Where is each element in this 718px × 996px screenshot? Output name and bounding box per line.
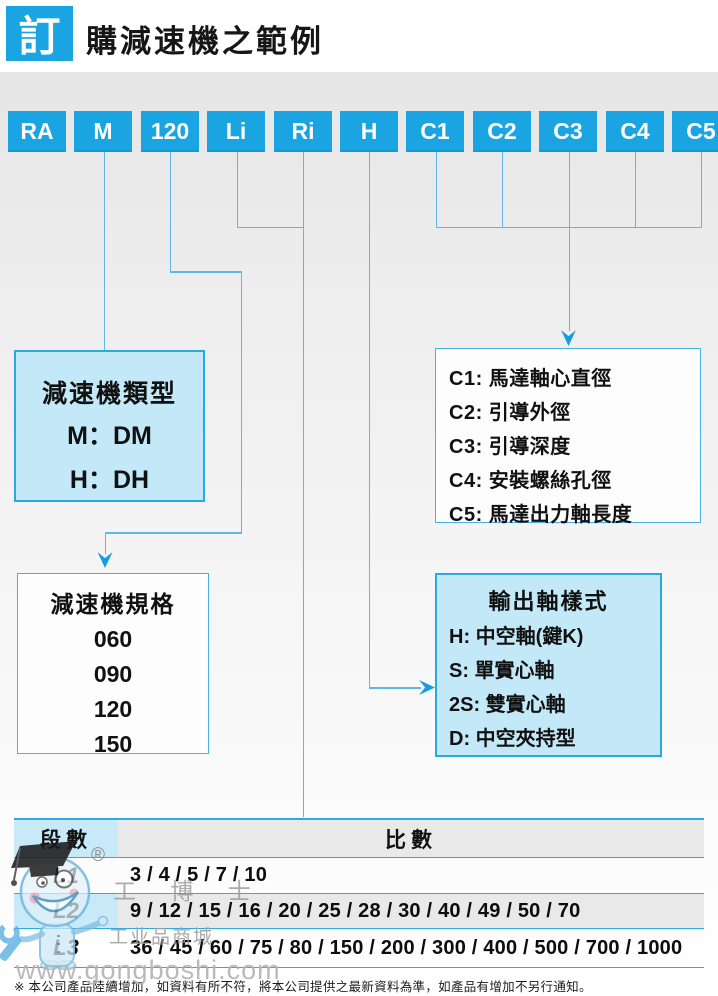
c-codes-box: C1: 馬達軸心直徑 C2: 引導外徑 C3: 引導深度 C4: 安裝螺絲孔徑 … — [435, 348, 701, 526]
table-header-row: 段數 比數 — [14, 820, 704, 858]
code-box-li: Li — [207, 111, 265, 152]
connector-li-horizontal — [236, 226, 304, 228]
output-shaft-option: D: 中空夾持型 — [449, 728, 576, 750]
stage-cell: L3 — [14, 929, 118, 967]
connector-120-horizontal1 — [169, 271, 242, 273]
code-box-c2: C2 — [473, 111, 531, 152]
stage-label: L3 — [53, 935, 79, 960]
ratio-header-cell: 比數 — [118, 820, 704, 857]
connector-120-vertical2 — [240, 271, 242, 533]
ratio-cell: 3 / 4 / 5 / 7 / 10 — [118, 858, 704, 893]
reducer-type-line: M：DM — [67, 422, 152, 450]
connector-c2-vertical — [501, 152, 503, 228]
output-shaft-option: S: 單實心軸 — [449, 660, 555, 682]
table-row: L1 3 / 4 / 5 / 7 / 10 — [14, 858, 704, 894]
page-title: 購減速機之範例 — [86, 24, 324, 59]
connector-c3-vertical — [568, 152, 570, 228]
stage-header-label: 段數 — [40, 828, 92, 852]
ratio-cell: 36 / 45 / 60 / 75 / 80 / 150 / 200 / 300… — [118, 929, 704, 967]
c-code-desc: C1: 馬達軸心直徑 — [449, 368, 612, 390]
code-box-c3: C3 — [539, 111, 597, 152]
stage-label: L2 — [53, 898, 79, 923]
ratio-values: 36 / 45 / 60 / 75 / 80 / 150 / 200 / 300… — [130, 936, 683, 959]
table-row: L3 36 / 45 / 60 / 75 / 80 / 150 / 200 / … — [14, 929, 704, 967]
output-shaft-option: 2S: 雙實心軸 — [449, 694, 566, 716]
connector-c4-vertical — [634, 152, 636, 228]
stage-header-cell: 段數 — [14, 820, 118, 857]
stage-cell: L1 — [14, 858, 118, 893]
code-box-ra: RA — [8, 111, 66, 152]
reducer-spec-size: 060 — [93, 626, 133, 652]
c-code-desc: C2: 引導外徑 — [449, 402, 571, 424]
output-shaft-box: 輸出軸樣式 H: 中空軸(鍵K) S: 單實心軸 2S: 雙實心軸 D: 中空夾… — [435, 573, 662, 757]
code-box-c5: C5 — [672, 111, 718, 152]
output-shaft-option: H: 中空軸(鍵K) — [449, 626, 584, 648]
table-row: L2 9 / 12 / 15 / 16 / 20 / 25 / 28 / 30 … — [14, 894, 704, 929]
reducer-type-line: H：DH — [69, 466, 150, 494]
footnote-text: ※ 本公司產品陸續增加，如資料有所不符，將本公司提供之最新資料為準，如產品有增加… — [14, 980, 592, 994]
reducer-spec-size: 120 — [93, 696, 133, 722]
reducer-spec-title: 減速機規格 — [50, 591, 176, 617]
ratio-cell: 9 / 12 / 15 / 16 / 20 / 25 / 28 / 30 / 4… — [118, 894, 704, 928]
reducer-spec-size: 090 — [93, 661, 133, 687]
order-badge: 訂 — [6, 6, 73, 61]
output-shaft-title: 輸出軸樣式 — [488, 589, 609, 614]
connector-120-vertical1 — [169, 152, 171, 272]
code-box-c4: C4 — [606, 111, 664, 152]
connector-m-vertical — [103, 152, 105, 350]
stage-label: L1 — [53, 862, 79, 888]
ratio-values: 9 / 12 / 15 / 16 / 20 / 25 / 28 / 30 / 4… — [130, 899, 581, 922]
connector-120-horizontal2 — [104, 532, 242, 534]
ratio-values: 3 / 4 / 5 / 7 / 10 — [130, 864, 268, 886]
ratio-header-label: 比數 — [385, 828, 437, 852]
connector-ri-vertical — [302, 152, 304, 817]
c-code-desc: C3: 引導深度 — [449, 436, 571, 458]
connector-li-vertical — [236, 152, 238, 228]
code-box-120: 120 — [141, 111, 199, 152]
reducer-spec-box: 減速機規格 060 090 120 150 — [17, 573, 209, 757]
code-box-ri: Ri — [274, 111, 332, 152]
reducer-type-title: 減速機類型 — [41, 380, 177, 408]
code-box-h: H — [340, 111, 398, 152]
c-code-desc: C4: 安裝螺絲孔徑 — [449, 470, 612, 492]
connector-c1-vertical — [435, 152, 437, 228]
connector-120-vertical3 — [104, 532, 106, 554]
connector-c-drop — [568, 226, 570, 331]
c-code-desc: C5: 馬達出力軸長度 — [449, 504, 633, 526]
connector-c5-vertical — [700, 152, 702, 228]
connector-h-vertical — [368, 152, 370, 688]
code-box-m: M — [74, 111, 132, 152]
code-box-c1: C1 — [406, 111, 464, 152]
connector-h-horizontal — [368, 687, 421, 689]
reducer-type-box: 減速機類型 M：DM H：DH — [14, 350, 205, 502]
stage-cell: L2 — [14, 894, 118, 928]
reducer-spec-size: 150 — [93, 731, 133, 757]
ratio-table: 段數 比數 L1 3 / 4 / 5 / 7 / 10 L2 9 / 12 / … — [14, 818, 704, 968]
